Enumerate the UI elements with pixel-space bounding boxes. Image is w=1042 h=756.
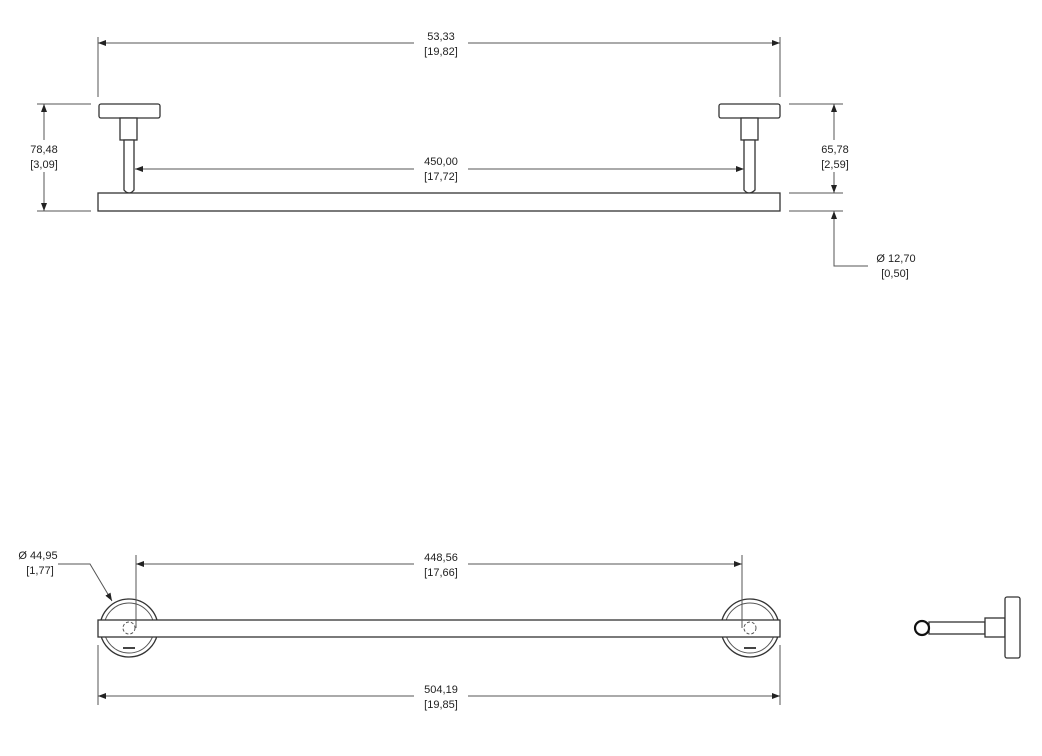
towel-bar: [97, 192, 781, 212]
overall-length-in: [19,85]: [424, 699, 458, 711]
total-height-mm: 78,48: [30, 144, 58, 156]
left-bracket: [98, 103, 161, 194]
overall-width-in: [19,82]: [424, 46, 458, 58]
projection-in: [2,59]: [821, 159, 849, 171]
towel-bar-front: [97, 619, 781, 638]
total-height-in: [3,09]: [30, 159, 58, 171]
center-distance-in: [17,66]: [424, 567, 458, 579]
projection-mm: 65,78: [821, 144, 849, 156]
bar-length-mm: 450,00: [424, 156, 458, 168]
side-view: [913, 596, 1021, 659]
bar-diameter-in: [0,50]: [881, 268, 909, 280]
center-distance-mm: 448,56: [424, 552, 458, 564]
flange-diameter-in: [1,77]: [26, 565, 54, 577]
overall-length-mm: 504,19: [424, 684, 458, 696]
right-bracket: [718, 103, 781, 194]
top-view: 53,33 [19,82] 450,00 [17,72] 78,48 [3,09…: [30, 31, 915, 280]
bar-diameter-mm: Ø 12,70: [876, 253, 915, 265]
front-view: 448,56 [17,66] 504,19 [19,85] Ø 44,95 [1…: [18, 550, 781, 711]
flange-diameter-mm: Ø 44,95: [18, 550, 57, 562]
bar-length-in: [17,72]: [424, 171, 458, 183]
overall-width-mm: 53,33: [427, 31, 455, 43]
